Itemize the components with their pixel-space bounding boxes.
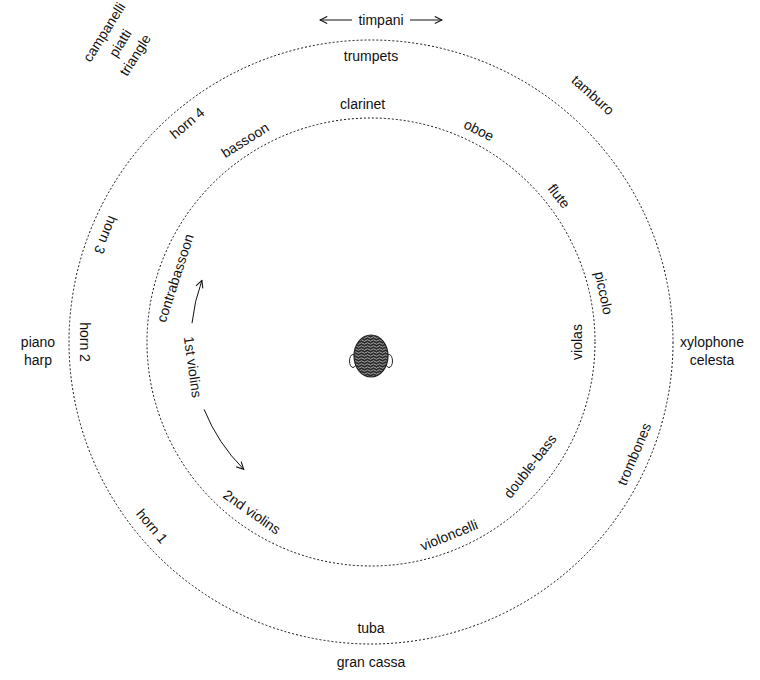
instrument-label: celesta	[688, 352, 736, 368]
instrument-label: horn 4	[165, 103, 209, 143]
instrument-label: harp	[22, 352, 54, 368]
instrument-label: trombones	[613, 418, 655, 489]
instrument-label: trumpets	[342, 48, 400, 64]
instrument-label: piccolo	[591, 268, 617, 318]
instrument-label: flute	[543, 179, 574, 213]
instrument-label: gran cassa	[335, 654, 407, 670]
instrument-label: 1st violins	[180, 334, 205, 401]
instrument-label: double-bass	[499, 430, 561, 503]
inner-ring	[147, 118, 595, 566]
instrument-label: clarinet	[338, 96, 387, 112]
instrument-label: tuba	[355, 620, 386, 636]
direction-arrow	[320, 20, 352, 21]
instrument-label: oboe	[460, 115, 499, 145]
instrument-label: xylophone	[678, 334, 746, 350]
instrument-label: bassoon	[217, 118, 274, 162]
instrument-label: contrabassoon	[153, 230, 198, 326]
direction-arrow	[410, 20, 442, 21]
instrument-label: violoncelli	[416, 515, 482, 554]
instrument-label: violas	[569, 322, 585, 362]
instrument-label: horn 2	[77, 320, 93, 364]
instrument-label: timpani	[356, 12, 405, 28]
outer-ring	[69, 40, 673, 644]
direction-arrow	[204, 409, 244, 469]
listener-head	[350, 335, 393, 377]
instrument-label: horn 1	[132, 504, 172, 548]
instrument-label: piano	[19, 334, 57, 350]
direction-arrow	[192, 280, 202, 323]
instrument-label: horn 3	[90, 212, 121, 259]
instrument-label: tamburo	[567, 71, 619, 120]
